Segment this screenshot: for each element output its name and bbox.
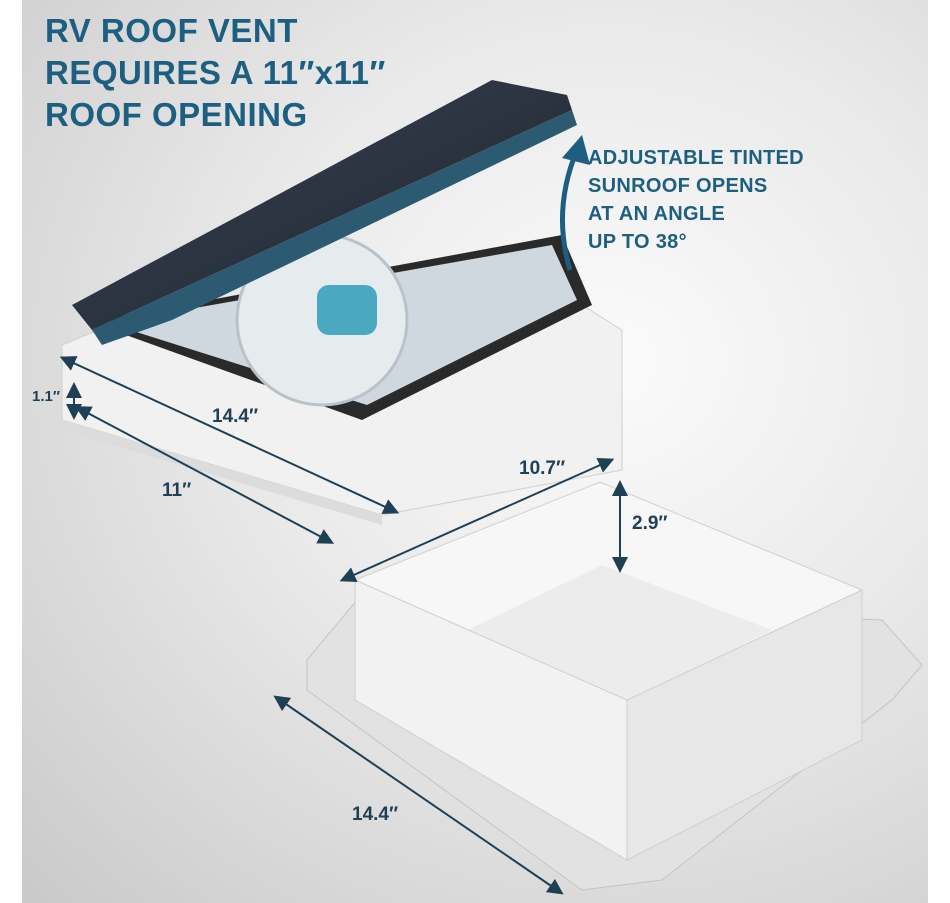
headline: RV ROOF VENT REQUIRES A 11″x11″ ROOF OPE… xyxy=(45,10,386,136)
vent-height-label: 1.1″ xyxy=(32,388,61,405)
open-angle-arrow-icon xyxy=(559,149,580,271)
trim-height-label: 2.9″ xyxy=(632,513,668,534)
trim-width-label: 10.7″ xyxy=(519,458,566,479)
callout-line: SUNROOF OPENS xyxy=(588,175,768,197)
motor-icon xyxy=(317,285,377,335)
callout-line: ADJUSTABLE TINTED xyxy=(588,147,804,169)
vent-base-label: 11″ xyxy=(162,480,192,501)
sunroof-callout: ADJUSTABLE TINTED SUNROOF OPENS AT AN AN… xyxy=(588,144,804,256)
vent-width-label: 14.4″ xyxy=(212,406,259,427)
vent-illustration xyxy=(59,80,923,895)
headline-line: ROOF OPENING xyxy=(45,96,308,133)
headline-line: REQUIRES A 11″x11″ xyxy=(45,54,386,91)
product-image: RV ROOF VENT REQUIRES A 11″x11″ ROOF OPE… xyxy=(22,0,928,903)
vent-lid xyxy=(72,80,577,345)
headline-line: RV ROOF VENT xyxy=(45,12,298,49)
trim-ring xyxy=(306,481,923,891)
callout-line: UP TO 38° xyxy=(588,231,687,253)
callout-line: AT AN ANGLE xyxy=(588,203,725,225)
trim-flange-label: 14.4″ xyxy=(352,804,399,825)
